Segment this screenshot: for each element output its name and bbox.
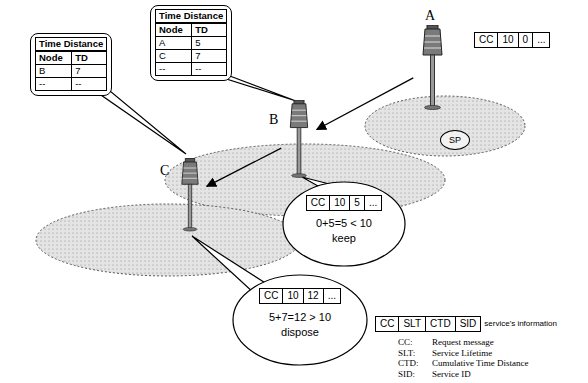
table-cell: TD <box>71 51 106 64</box>
message-field: CC <box>307 196 329 210</box>
table-cell: -- <box>156 62 191 75</box>
message-field: CC <box>475 33 497 47</box>
decision-callout: 5+7=12 > 10dispose CC1012... <box>232 274 368 366</box>
message-field: 10 <box>497 33 517 47</box>
callout-outline <box>233 275 367 365</box>
coverage-area <box>365 96 525 156</box>
callout-outline <box>283 182 405 266</box>
table-grid: NodeTDB7---- <box>35 50 107 91</box>
message-field: ... <box>323 289 340 303</box>
table-cell: 7 <box>191 49 226 62</box>
connector <box>317 78 413 130</box>
table-cell: B <box>36 64 71 77</box>
antenna-node: A <box>415 25 450 110</box>
message-field: 10 <box>282 289 302 303</box>
bubble-tail <box>88 86 186 154</box>
callout-text: 0+5=5 < 10keep <box>282 216 406 246</box>
table-cell: 7 <box>71 64 106 77</box>
message-field: CC <box>260 289 282 303</box>
node-letter: C <box>160 163 169 179</box>
decision-text: keep <box>282 231 406 246</box>
coverage-area <box>165 144 445 216</box>
legend-definition: Service ID <box>432 369 471 379</box>
message-field: 10 <box>329 196 349 210</box>
antenna-node: B <box>283 100 315 178</box>
request-message: CC105... <box>306 195 382 211</box>
message-frame: CC100... <box>474 32 550 48</box>
table-cell: -- <box>71 77 106 90</box>
service-provider: SP <box>440 130 470 150</box>
time-distance-table: Time DistanceNodeTDA5C7---- <box>150 5 232 81</box>
message-field: 0 <box>518 33 533 47</box>
legend-term: CTD: <box>398 358 419 368</box>
table-cell: -- <box>191 62 226 75</box>
node-letter: B <box>269 112 278 128</box>
table-cell: -- <box>36 77 71 90</box>
message-field: SLT <box>398 317 425 331</box>
table-cell: A <box>156 36 191 49</box>
table-heading: Time Distance <box>35 37 107 50</box>
request-message: CCSLTCTDSIDservice's information <box>375 316 557 332</box>
message-field: SID <box>455 317 481 331</box>
message-frame: CC1012... <box>259 288 341 304</box>
antenna-tower <box>182 159 198 231</box>
message-field: CTD <box>425 317 455 331</box>
decision-text: 0+5=5 < 10 <box>282 216 406 231</box>
table-cell: Node <box>36 51 71 64</box>
antenna-node: C <box>175 155 205 235</box>
legend-term: SLT: <box>398 348 415 358</box>
table-cell: 5 <box>191 36 226 49</box>
message-frame: CCSLTCTDSID <box>375 316 481 332</box>
message-field: ... <box>364 196 381 210</box>
message-field: 5 <box>349 196 364 210</box>
time-distance-table: Time DistanceNodeTDB7---- <box>30 33 112 96</box>
legend-definition: Cumulative Time Distance <box>432 358 529 368</box>
table-cell: Node <box>156 23 191 36</box>
table-heading: Time Distance <box>155 9 227 22</box>
table-cell: C <box>156 49 191 62</box>
message-field: ... <box>532 33 549 47</box>
message-field: 12 <box>303 289 323 303</box>
message-frame: CC105... <box>306 195 382 211</box>
legend-term: CC: <box>398 337 413 347</box>
antenna-tower <box>423 25 442 110</box>
table-cell: TD <box>191 23 226 36</box>
message-field: CC <box>376 317 398 331</box>
node-letter: A <box>425 8 435 24</box>
decision-callout: 0+5=5 < 10keep CC105... <box>282 181 406 267</box>
decision-text: 5+7=12 > 10 <box>232 310 368 325</box>
coverage-area <box>36 204 300 276</box>
circle-label: SP <box>449 135 461 146</box>
connector <box>207 148 281 186</box>
antenna-tower <box>290 100 307 177</box>
callout-text: 5+7=12 > 10dispose <box>232 310 368 340</box>
decision-text: dispose <box>232 325 368 340</box>
legend-term: SID: <box>398 369 415 379</box>
legend-definition: Service Lifetime <box>432 348 492 358</box>
request-message: CC1012... <box>259 288 341 304</box>
legend-definition: Request message <box>432 337 494 347</box>
table-grid: NodeTDA5C7---- <box>155 22 227 76</box>
request-message: CC100... <box>474 32 550 48</box>
message-note: service's information <box>481 317 557 331</box>
